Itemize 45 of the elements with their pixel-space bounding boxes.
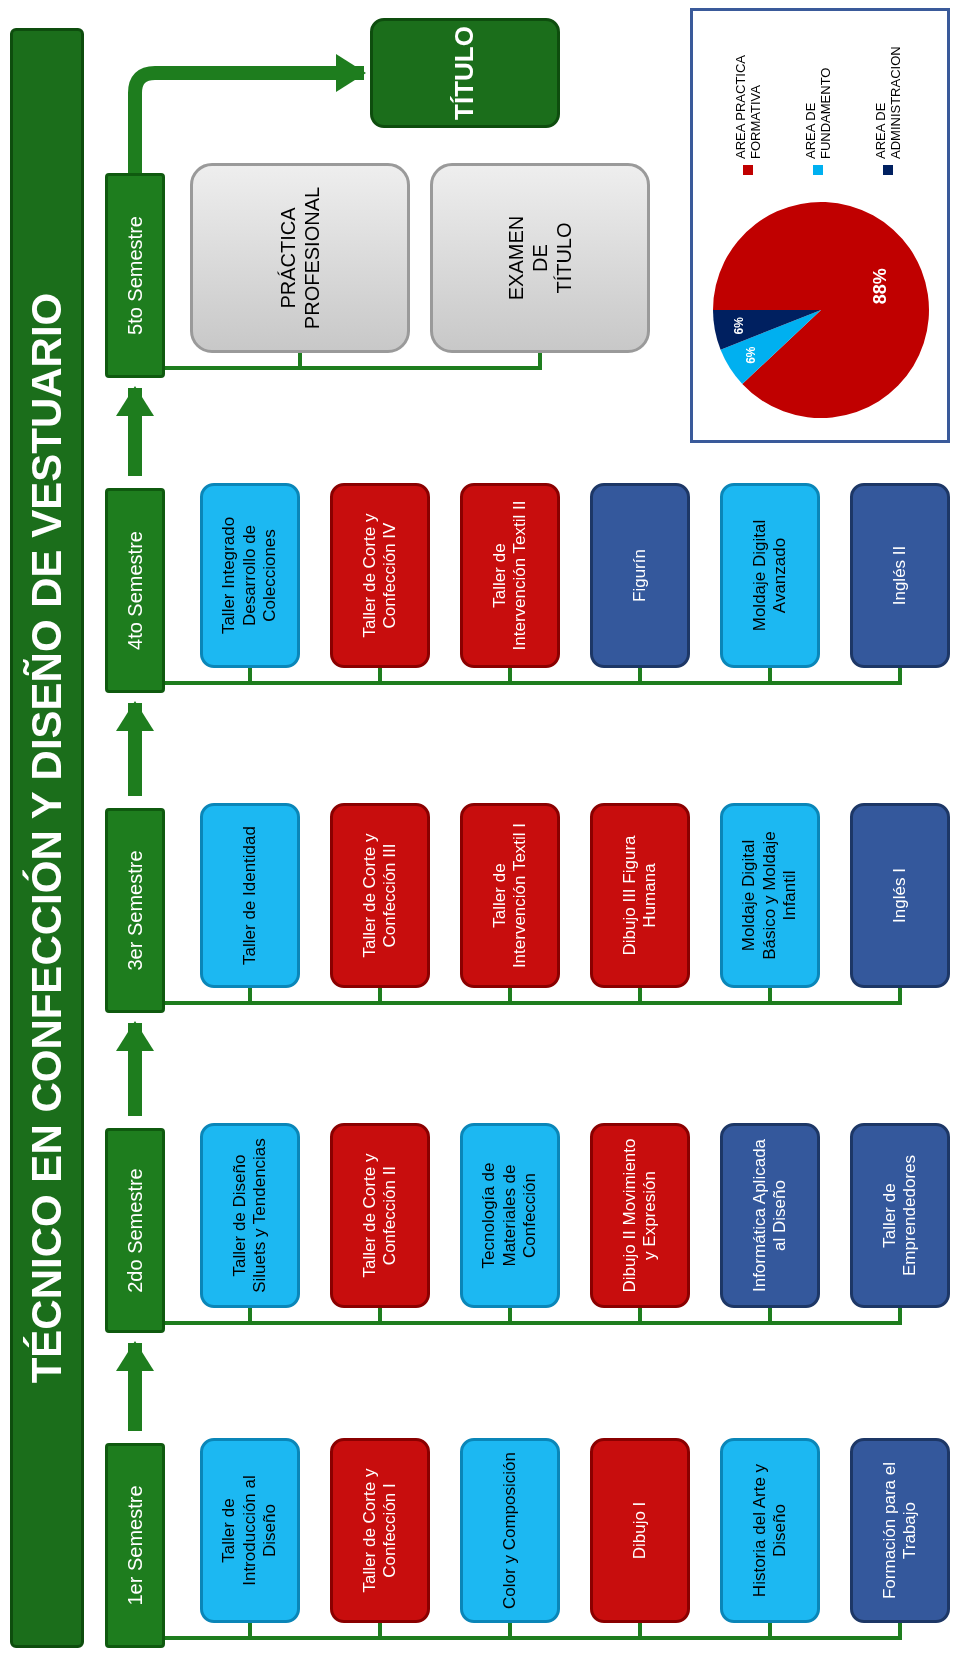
semester-bar: 5to Semestre [105,173,165,378]
legend-label: AREA DE ADMINISTRACION [873,45,903,159]
course-card: Taller de Intervención Textil I [460,803,560,988]
course-card: Taller de Corte y Confección II [330,1123,430,1308]
connector-line [165,353,542,370]
course-card: Tecnología de Materiales de Confección [460,1123,560,1308]
legend-label: AREA DE FUNDAMENTO [803,66,833,159]
semester-bar: 3er Semestre [105,808,165,1013]
course-card: Formación para el Trabajo [850,1438,950,1623]
semester-bar: 1er Semestre [105,1443,165,1648]
course-card: Figurín [590,483,690,668]
course-card: Moldaje Digital Básico y Moldaje Infantil [720,803,820,988]
course-card: Inglés II [850,483,950,668]
course-card: Dibujo I [590,1438,690,1623]
course-card: Taller de Corte y Confección IV [330,483,430,668]
module-card: PRÁCTICA PROFESIONAL [190,163,410,353]
course-card: Taller de Corte y Confección I [330,1438,430,1623]
course-card: Taller de Diseño Siluets y Tendencias [200,1123,300,1308]
data-label: 6% [732,317,747,335]
semester-bar: 4to Semestre [105,488,165,693]
data-label: 6% [743,346,758,364]
module-card: EXAMEN DE TÍTULO [430,163,650,353]
arrow [128,54,366,173]
degree-card: TÍTULO [370,18,560,128]
course-card: Inglés I [850,803,950,988]
arrow [116,1021,154,1116]
course-card: Taller de Emprendedores [850,1123,950,1308]
course-card: Informática Aplicada al Diseño [720,1123,820,1308]
data-label: 88% [870,268,891,305]
course-card: Taller Integrado Desarrollo de Colecciones [200,483,300,668]
course-card: Taller de Intervención Textil II [460,483,560,668]
course-card: Moldaje Digital Avanzado [720,483,820,668]
course-card: Color y Composición [460,1438,560,1623]
course-card: Historia del Arte y Diseño [720,1438,820,1623]
course-card: Taller de Corte y Confección III [330,803,430,988]
arrow [116,386,154,476]
course-card: Taller de Identidad [200,803,300,988]
arrow [116,701,154,796]
arrow [116,1341,154,1431]
course-card: Taller de Introducción al Diseño [200,1438,300,1623]
title-banner: TÉCNICO EN CONFECCIÓN Y DISEÑO DE VESTUARIO [10,28,84,1648]
legend-label: AREA PRACTICA FORMATIVA [733,54,763,159]
course-card: Dibujo III Figura Humana [590,803,690,988]
course-card: Dibujo II Movimiento y Expresión [590,1123,690,1308]
semester-bar: 2do Semestre [105,1128,165,1333]
